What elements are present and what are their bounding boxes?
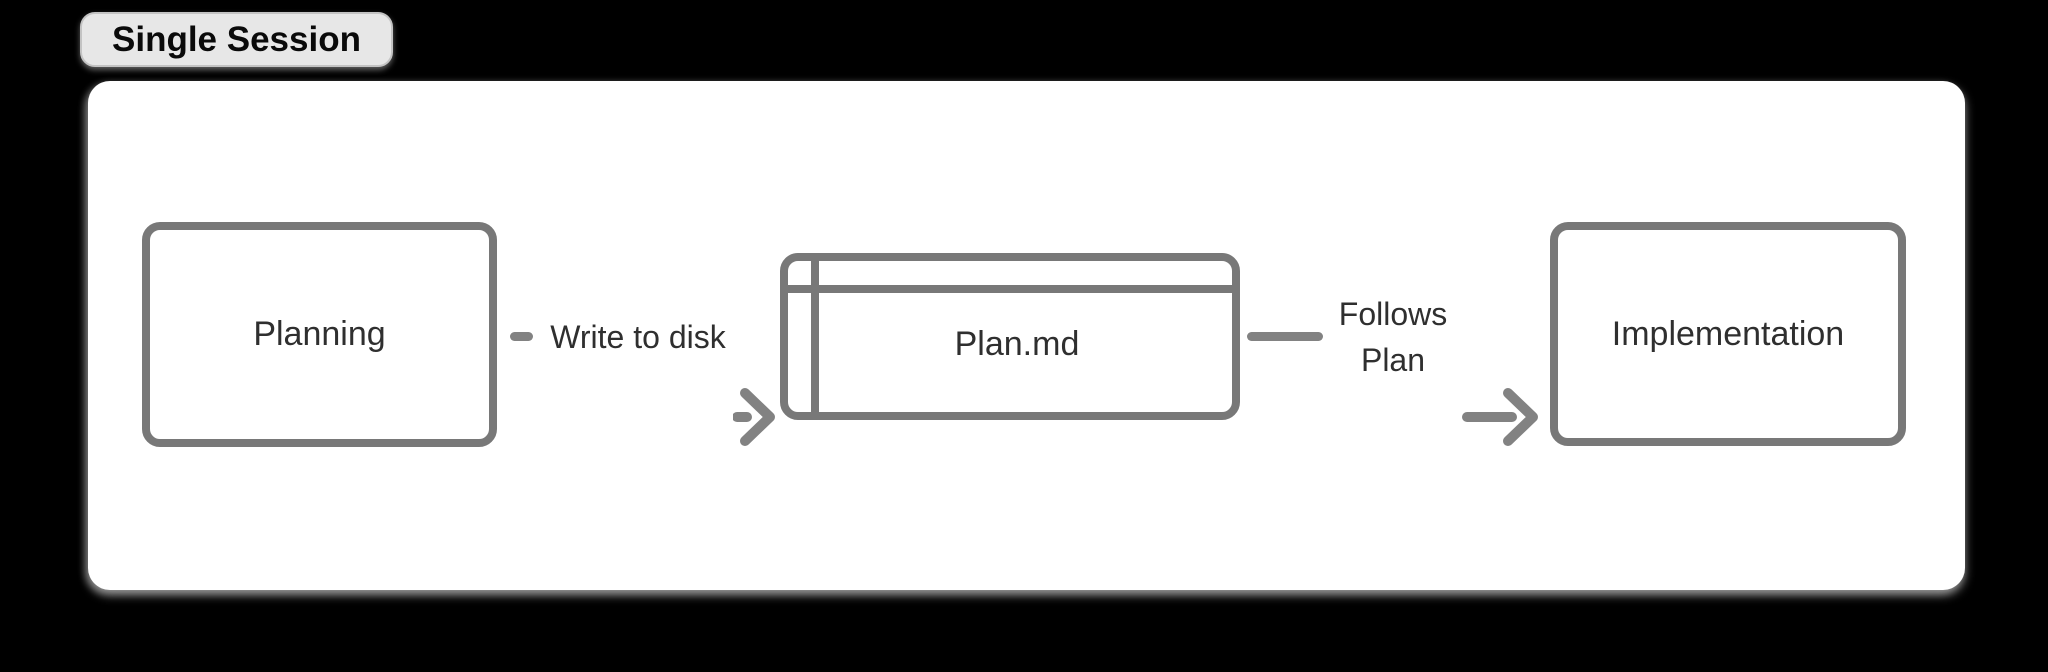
badge-label: Single Session (112, 19, 361, 59)
edge-follows-plan-line (1247, 332, 1323, 341)
edge-write-to-disk-line (510, 332, 533, 341)
plan-md-horizontal-divider (788, 285, 1232, 293)
plan-md-vertical-divider (811, 261, 819, 412)
node-plan-md-label: Plan.md (954, 325, 1080, 363)
single-session-container: Planning Write to disk Plan.md Follows P… (88, 81, 1965, 590)
node-implementation-label: Implementation (1611, 314, 1845, 353)
edge-follows-plan-label-line1: Follows (1338, 296, 1448, 332)
edge-follows-plan-label-line2: Plan (1360, 342, 1426, 378)
node-implementation: Implementation (1550, 222, 1906, 446)
edge-follows-plan-label: Follows Plan (1303, 291, 1483, 383)
node-planning: Planning (142, 222, 497, 447)
arrow-icon (1462, 388, 1538, 446)
edge-write-to-disk-label: Write to disk (550, 319, 726, 355)
node-plan-md: Plan.md (780, 253, 1240, 420)
single-session-badge: Single Session (80, 12, 393, 67)
node-planning-label: Planning (253, 315, 386, 353)
arrowhead-icon (733, 388, 775, 446)
